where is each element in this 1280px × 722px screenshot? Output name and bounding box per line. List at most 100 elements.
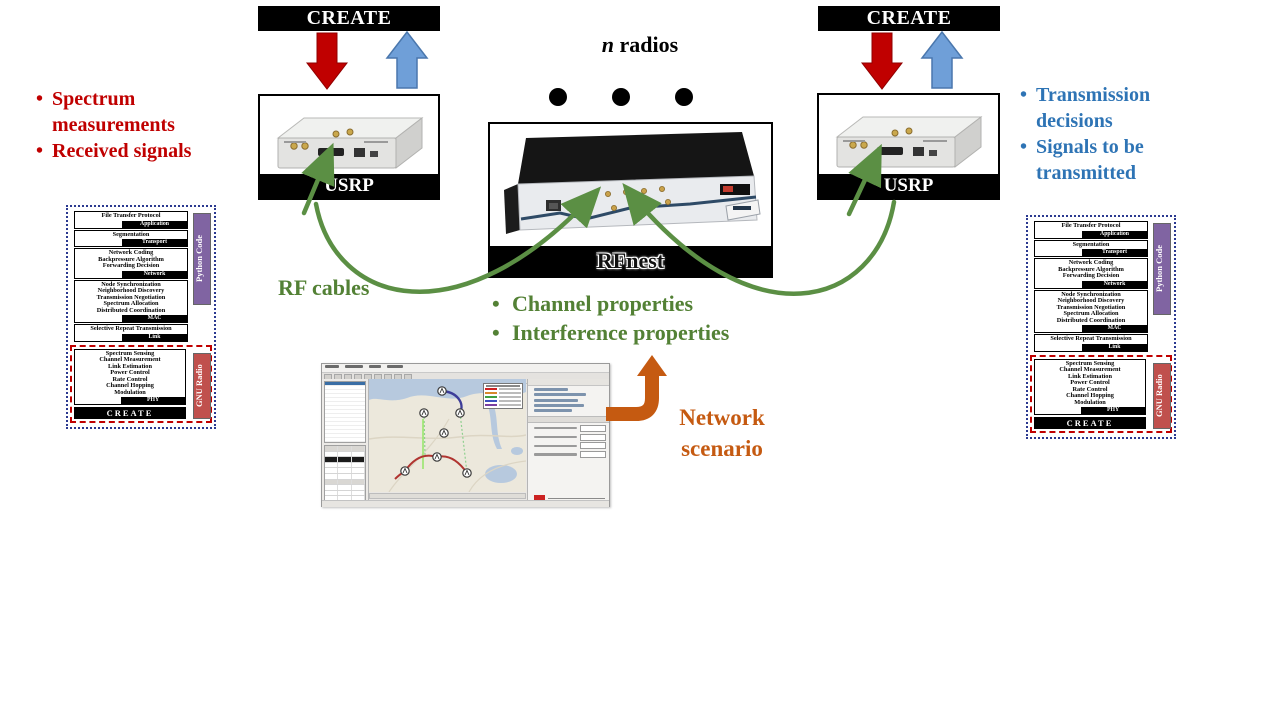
option-stub[interactable]: [534, 398, 578, 402]
map-node-antenna-icon: [421, 409, 427, 416]
input-field[interactable]: [580, 451, 606, 459]
table-row[interactable]: [325, 490, 365, 497]
menu-item-stub[interactable]: [345, 365, 363, 368]
option-stub[interactable]: [534, 393, 586, 397]
field-label-stub: [534, 453, 577, 456]
create-banner-left: CREATE: [258, 6, 440, 31]
menu-item-stub[interactable]: [325, 365, 339, 368]
layer-name-bar: MAC: [122, 315, 187, 322]
layer-function: Distributed Coordination: [96, 306, 166, 314]
table-cell: [352, 485, 365, 490]
map-view[interactable]: [369, 379, 526, 492]
list-row[interactable]: [325, 418, 365, 422]
left-annotation: • Spectrum measurements • Received signa…: [36, 86, 241, 164]
field-label-stub: [534, 435, 577, 439]
list-row[interactable]: [325, 422, 365, 426]
bullet-icon: •: [492, 319, 500, 345]
legend-row: [485, 396, 521, 399]
input-field[interactable]: [580, 433, 606, 441]
list-row[interactable]: [325, 430, 365, 434]
list-row[interactable]: [325, 426, 365, 430]
list-row[interactable]: [325, 442, 365, 443]
list-row[interactable]: [325, 402, 365, 406]
bullet-icon: •: [36, 88, 44, 110]
legend-label-stub: [499, 404, 521, 407]
spectrum-measurements-text: Spectrum measurements: [52, 88, 175, 136]
map-node-antenna-icon: [457, 409, 463, 416]
map-status-strip: [369, 493, 526, 499]
table-cell: [338, 468, 352, 473]
usrp-label-right: USRP: [819, 174, 998, 198]
list-row[interactable]: [325, 438, 365, 442]
annotation-row: • Received signals: [36, 138, 241, 164]
slider-handle[interactable]: [534, 495, 545, 501]
table-row[interactable]: [325, 479, 365, 486]
list-row[interactable]: [325, 410, 365, 414]
annotation-row: • Signals to be transmitted: [1020, 134, 1210, 186]
table-row[interactable]: [325, 446, 365, 452]
slider-track[interactable]: [548, 498, 605, 499]
bullet-icon: •: [1020, 136, 1028, 158]
panel-divider: [528, 415, 609, 423]
layer-function: File Transfer Protocol: [1061, 222, 1121, 229]
parameters-table[interactable]: [324, 445, 366, 504]
app-left-panel: [322, 379, 369, 506]
table-cell: [325, 485, 339, 490]
table-row[interactable]: [325, 485, 365, 491]
menu-item-stub[interactable]: [387, 365, 403, 368]
map-node-icon: [437, 386, 447, 396]
layer-function: Network Coding: [108, 249, 154, 256]
list-row[interactable]: [325, 390, 365, 394]
menu-item-stub[interactable]: [369, 365, 381, 368]
layer-function: Spectrum Allocation: [103, 300, 159, 307]
table-cell: [338, 473, 352, 479]
list-row[interactable]: [325, 434, 365, 438]
table-cell: [325, 479, 339, 485]
table-row[interactable]: [325, 468, 365, 474]
radios-text: radios: [614, 32, 679, 57]
network-scenario-line1: Network: [679, 405, 765, 430]
map-node-antenna-icon: [464, 469, 470, 476]
legend-color-swatch: [485, 400, 497, 403]
input-field[interactable]: [580, 442, 606, 450]
input-field[interactable]: [580, 424, 606, 432]
table-cell: [325, 473, 339, 479]
usrp-label-left: USRP: [260, 174, 438, 198]
option-stub[interactable]: [534, 403, 584, 407]
layer-function: Distributed Coordination: [1056, 316, 1126, 324]
table-row[interactable]: [325, 457, 365, 463]
form-row: [534, 442, 606, 450]
app-menubar[interactable]: [322, 364, 609, 373]
layer-function: Node Synchronization: [101, 280, 161, 288]
list-row[interactable]: [325, 382, 365, 386]
red-down-arrow-icon: [305, 32, 349, 90]
layer-function: Transmission Negotiation: [1056, 303, 1126, 311]
form-row: [534, 424, 606, 432]
map-road: [369, 434, 526, 440]
option-stub[interactable]: [534, 408, 572, 412]
option-stub[interactable]: [534, 388, 568, 392]
app-right-panel: [527, 379, 609, 506]
table-cell: [338, 485, 352, 490]
list-row[interactable]: [325, 406, 365, 410]
layer-name-bar: Transport: [1082, 249, 1147, 256]
list-row[interactable]: [325, 414, 365, 418]
list-row[interactable]: [325, 394, 365, 398]
table-cell: [325, 446, 339, 451]
table-row[interactable]: [325, 473, 365, 480]
rfnest-illustration: [504, 132, 761, 234]
map-node-icon: [400, 466, 410, 476]
map-node-icon: [432, 452, 442, 462]
node-list[interactable]: [324, 381, 366, 443]
layer-function: Rate Control: [112, 375, 148, 383]
table-row[interactable]: [325, 462, 365, 469]
list-row[interactable]: [325, 386, 365, 390]
list-row[interactable]: [325, 398, 365, 402]
table-row[interactable]: [325, 451, 365, 458]
